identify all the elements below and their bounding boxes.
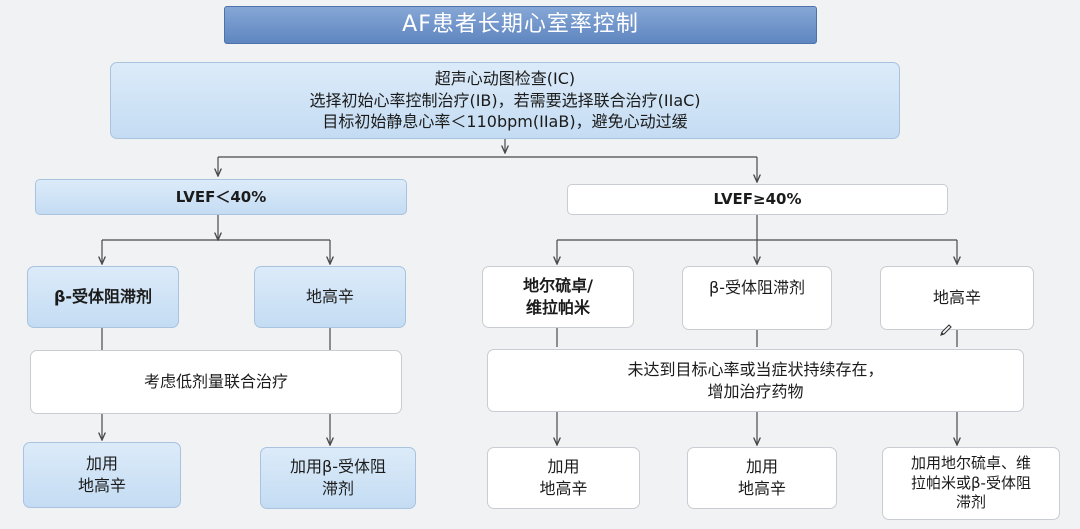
- right-digoxin-box: 地高辛: [880, 266, 1034, 330]
- lvef-over-40-box: LVEF≥40%: [567, 184, 948, 215]
- left-digoxin-label: 地高辛: [305, 287, 354, 307]
- left-add-beta-line-1: 加用β-受体阻: [290, 457, 386, 477]
- right-diltiazem-line-1: 地尔硫卓/: [523, 276, 593, 296]
- right-diltiazem-line-2: 维拉帕米: [525, 298, 590, 317]
- right-add-other-line-3: 滞剂: [955, 493, 986, 512]
- right-add-digoxin-1-line-1: 加用: [547, 457, 580, 477]
- right-add-digoxin-2-line-1: 加用: [745, 457, 778, 477]
- left-add-digoxin-box: 加用 地高辛: [23, 442, 181, 508]
- left-combo-box: 考虑低剂量联合治疗: [30, 350, 402, 414]
- diagram-title: AF患者长期心室率控制: [224, 6, 817, 44]
- top-line-1: 超声心动图检查(IC): [434, 69, 576, 89]
- lvef-over-40-label: LVEF≥40%: [713, 190, 802, 209]
- right-add-other-line-2: 拉帕米或β-受体阻: [910, 473, 1031, 492]
- top-assessment-box: 超声心动图检查(IC) 选择初始心率控制治疗(IB)，若需要选择联合治疗(IIa…: [110, 62, 900, 139]
- top-line-3: 目标初始静息心率＜110bpm(IIaB)，避免心动过缓: [322, 112, 688, 132]
- right-combo-line-1: 未达到目标心率或当症状持续存在，: [627, 359, 884, 379]
- right-add-other-line-1: 加用地尔硫卓、维: [910, 454, 1031, 473]
- right-beta-blocker-box: β-受体阻滞剂: [682, 266, 832, 330]
- left-beta-blocker-box: β-受体阻滞剂: [27, 266, 179, 328]
- pencil-icon: [940, 324, 952, 336]
- left-add-digoxin-line-1: 加用: [85, 454, 118, 474]
- left-add-digoxin-line-2: 地高辛: [77, 476, 126, 495]
- right-add-digoxin-2-line-2: 地高辛: [737, 479, 786, 498]
- right-add-digoxin-box-1: 加用 地高辛: [487, 447, 640, 509]
- lvef-under-40-label: LVEF＜40%: [175, 187, 267, 206]
- right-digoxin-label: 地高辛: [932, 288, 981, 308]
- right-add-other-box: 加用地尔硫卓、维 拉帕米或β-受体阻 滞剂: [882, 447, 1060, 520]
- right-combo-line-2: 增加治疗药物: [707, 381, 804, 401]
- lvef-under-40-box: LVEF＜40%: [35, 179, 407, 215]
- left-digoxin-box: 地高辛: [254, 266, 406, 328]
- right-add-digoxin-box-2: 加用 地高辛: [687, 447, 837, 509]
- right-add-digoxin-1-line-2: 地高辛: [539, 479, 588, 498]
- right-combo-box: 未达到目标心率或当症状持续存在， 增加治疗药物: [487, 349, 1024, 412]
- diagram-title-text: AF患者长期心室率控制: [402, 12, 639, 38]
- top-line-2: 选择初始心率控制治疗(IB)，若需要选择联合治疗(IIaC): [309, 90, 701, 110]
- left-add-beta-box: 加用β-受体阻 滞剂: [260, 447, 416, 509]
- left-add-beta-line-2: 滞剂: [321, 479, 354, 498]
- left-beta-blocker-label: β-受体阻滞剂: [53, 287, 153, 307]
- right-diltiazem-box: 地尔硫卓/ 维拉帕米: [482, 266, 634, 328]
- right-beta-blocker-label: β-受体阻滞剂: [709, 278, 805, 297]
- left-combo-label: 考虑低剂量联合治疗: [143, 372, 288, 392]
